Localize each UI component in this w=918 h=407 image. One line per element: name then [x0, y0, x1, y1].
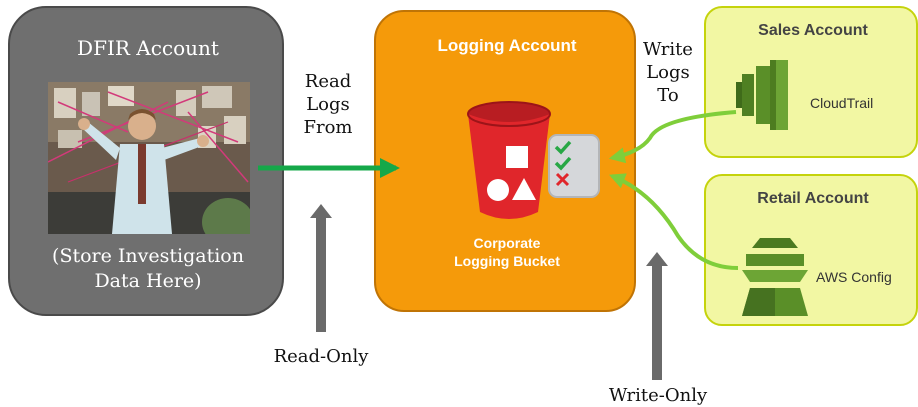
bucket-label-line1: Corporate: [473, 235, 541, 251]
aws-config-label: AWS Config: [816, 269, 892, 285]
sales-account-title: Sales Account: [758, 22, 868, 39]
bucket-label: Corporate Logging Bucket: [376, 234, 638, 270]
write-label-line1: Write: [643, 39, 693, 60]
checklist-icon: [548, 134, 600, 198]
sales-account-box: Sales Account CloudTrail: [704, 6, 918, 158]
read-only-label: Read-Only: [273, 346, 369, 367]
write-only-label: Write-Only: [608, 385, 708, 406]
bucket-label-line2: Logging Bucket: [454, 253, 560, 269]
config-write-arrow: [609, 173, 739, 270]
cloudtrail-write-arrow: [608, 110, 737, 164]
write-label-line3: To: [657, 85, 679, 106]
read-label-line2: Logs: [306, 94, 350, 115]
dfir-caption-line2: Data Here): [94, 270, 202, 292]
dfir-account-title: DFIR Account: [77, 36, 219, 60]
read-label-line3: From: [303, 117, 353, 138]
retail-account-title: Retail Account: [757, 190, 869, 207]
write-logs-to-label: Write Logs To: [632, 38, 704, 107]
retail-account-box: Retail Account AWS Config: [704, 174, 918, 326]
read-logs-from-label: Read Logs From: [288, 70, 368, 139]
cloudtrail-icon: [736, 60, 788, 130]
investigation-photo: [48, 82, 250, 234]
aws-config-icon: [742, 238, 808, 316]
write-only-up-arrow: [646, 252, 668, 380]
dfir-caption-line1: (Store Investigation: [52, 245, 244, 267]
read-only-up-arrow: [310, 204, 332, 332]
s3-bucket-icon: [467, 101, 551, 219]
cloudtrail-label: CloudTrail: [810, 95, 874, 111]
write-label-line2: Logs: [646, 62, 690, 83]
logging-account-title: Logging Account: [437, 36, 577, 55]
dfir-account-box: DFIR Account (Store Investigation Data H…: [8, 6, 284, 316]
read-label-line1: Read: [304, 71, 352, 92]
dfir-caption: (Store Investigation Data Here): [10, 244, 286, 294]
